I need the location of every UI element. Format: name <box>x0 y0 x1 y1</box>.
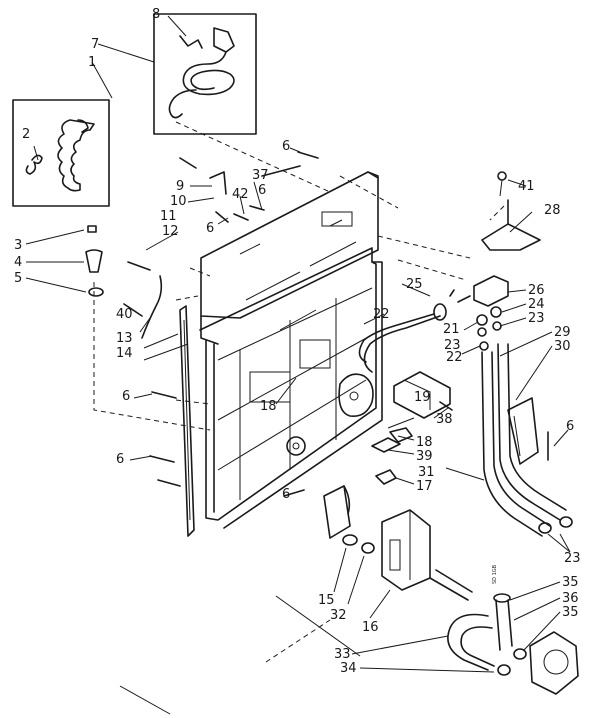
callout-32: 32 <box>330 608 347 623</box>
callout-24a: 23 <box>444 338 461 353</box>
callout-5: 5 <box>14 271 22 286</box>
callout-14: 14 <box>116 346 133 361</box>
callout-12: 12 <box>162 224 179 239</box>
callout-31: 31 <box>418 465 435 480</box>
callout-35a: 35 <box>562 575 579 590</box>
callout-21: 21 <box>443 322 460 337</box>
callout-10: 10 <box>170 194 187 209</box>
parts-bag-box <box>12 99 110 207</box>
callout-6d: 6 <box>122 389 130 404</box>
callout-24b: 24 <box>528 297 545 312</box>
leader-lines <box>25 15 571 673</box>
callout-7: 7 <box>91 37 99 52</box>
callout-23c: 23 <box>564 551 581 566</box>
pump-housing <box>381 509 431 591</box>
callout-6a: 6 <box>282 139 290 154</box>
callout-41: 41 <box>518 179 535 194</box>
callout-6g: 6 <box>566 419 574 434</box>
callout-33: 33 <box>334 647 351 662</box>
callout-6c: 6 <box>206 221 214 236</box>
callout-18: 18 <box>260 399 277 414</box>
callout-3: 3 <box>14 238 22 253</box>
callout-2: 2 <box>22 127 30 142</box>
callout-34: 34 <box>340 661 357 676</box>
callout-28: 28 <box>544 203 561 218</box>
callout-6f: 6 <box>282 487 290 502</box>
callout-39: 39 <box>416 449 433 464</box>
callout-22: 22 <box>373 307 390 322</box>
rear-panel <box>199 171 383 529</box>
callout-29: 29 <box>554 325 571 340</box>
callout-26: 26 <box>528 283 545 298</box>
callout-8: 8 <box>152 7 160 22</box>
control-assembly <box>371 371 453 485</box>
callout-30: 30 <box>554 339 571 354</box>
callout-36: 36 <box>562 591 579 606</box>
side-rail <box>179 305 195 537</box>
callout-6e: 6 <box>116 452 124 467</box>
callout-13: 13 <box>116 331 133 346</box>
callout-20: 19 <box>414 390 431 405</box>
callout-16: 16 <box>362 620 379 635</box>
callout-labels: 7 1 8 2 3 4 5 6 9 10 11 12 37 42 6 6 40 … <box>14 7 581 676</box>
callout-4: 4 <box>14 255 22 270</box>
callout-6b: 6 <box>258 183 266 198</box>
callout-9: 9 <box>176 179 184 194</box>
guide-lines <box>93 121 505 715</box>
callout-42: 42 <box>232 187 249 202</box>
callout-38: 38 <box>436 412 453 427</box>
callout-40: 40 <box>116 307 133 322</box>
valve-bracket <box>481 171 541 251</box>
hose-clip <box>507 397 539 465</box>
callout-11: 11 <box>160 209 177 224</box>
callout-1: 1 <box>88 55 96 70</box>
callout-37: 37 <box>252 168 269 183</box>
callout-15: 15 <box>318 593 335 608</box>
callout-25: 25 <box>406 277 423 292</box>
callout-35b: 35 <box>562 605 579 620</box>
callout-19: 18 <box>416 435 433 450</box>
drain-hose-22 <box>358 303 447 373</box>
power-cord-box <box>153 13 257 135</box>
callout-23b: 23 <box>528 311 545 326</box>
drain-hose-33 <box>429 569 579 695</box>
callout-17: 17 <box>416 479 433 494</box>
part-marking: SD 1GB <box>492 564 498 584</box>
pump-bracket <box>323 485 375 554</box>
water-hoses <box>481 343 573 537</box>
callout-23a: 22 <box>446 350 463 365</box>
bag-loose-parts <box>85 225 104 297</box>
